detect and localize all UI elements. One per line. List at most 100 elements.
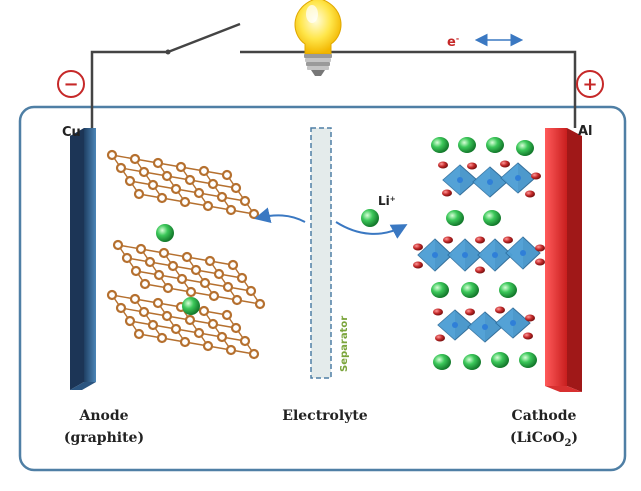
lithium-ion	[446, 210, 464, 226]
separator	[310, 127, 332, 379]
graphite-atom	[176, 273, 188, 285]
wire-right	[240, 50, 577, 128]
oxygen-atom	[500, 160, 510, 168]
lithium-ion-label: Li+	[378, 194, 396, 208]
graphite-layers	[106, 149, 266, 360]
cell-container	[18, 105, 627, 472]
cobalt-atom	[462, 252, 468, 258]
graphite-atom	[152, 297, 164, 309]
graphite-atom	[181, 251, 193, 263]
graphite-atom	[144, 256, 156, 268]
graphite-atom	[230, 182, 242, 194]
wire-left	[90, 50, 168, 130]
graphite-atom	[245, 285, 257, 297]
oxygen-atom	[475, 266, 485, 274]
graphite-atom	[153, 269, 165, 281]
graphite-atom	[167, 260, 179, 272]
graphite-atom	[254, 298, 266, 310]
graphite-atom	[190, 264, 202, 276]
graphite-atom	[248, 208, 260, 220]
switch-pivot	[165, 49, 171, 55]
electron-label: e-	[447, 34, 459, 50]
graphite-atom	[124, 175, 136, 187]
graphite-atom	[121, 252, 133, 264]
svg-text:+: +	[582, 74, 597, 95]
lithium-ion	[486, 137, 504, 153]
anode-lithium-ions	[156, 224, 200, 315]
graphite-atom	[135, 243, 147, 255]
switch-icon	[167, 22, 241, 54]
cobalt-atom	[482, 324, 488, 330]
cobalt-atom	[487, 179, 493, 185]
cathode-material: (LiCoO2)	[510, 430, 578, 449]
graphite-atom	[156, 192, 168, 204]
lithium-ion	[461, 282, 479, 298]
oxygen-atom	[531, 172, 541, 180]
graphite-atom	[213, 268, 225, 280]
lithium-ion	[431, 137, 449, 153]
graphite-atom	[230, 322, 242, 334]
oxygen-atom	[495, 306, 505, 314]
lithium-ion	[433, 354, 451, 370]
anode-metal-label: Cu	[62, 125, 81, 140]
graphite-atom	[202, 340, 214, 352]
negative-terminal: −	[57, 70, 85, 98]
graphite-atom	[207, 318, 219, 330]
cobalt-atom	[457, 177, 463, 183]
migrating-lithium-ion	[361, 209, 379, 227]
graphite-atom	[222, 281, 234, 293]
graphite-atom	[227, 259, 239, 271]
graphite-atom	[115, 162, 127, 174]
cobalt-atom	[492, 252, 498, 258]
graphite-atom	[216, 331, 228, 343]
oxygen-atom	[525, 314, 535, 322]
cobalt-atom	[510, 320, 516, 326]
graphite-atom	[129, 293, 141, 305]
lithium-ion	[516, 140, 534, 156]
graphite-atom	[106, 149, 118, 161]
graphite-atom	[170, 183, 182, 195]
lithium-ion	[156, 224, 174, 242]
graphite-atom	[130, 265, 142, 277]
oxygen-atom	[535, 244, 545, 252]
graphite-atom	[158, 247, 170, 259]
graphite-atom	[152, 157, 164, 169]
graphite-atom	[239, 195, 251, 207]
graphite-atom	[231, 294, 243, 306]
graphite-atom	[204, 255, 216, 267]
ion-arrow-to-anode	[254, 207, 306, 224]
graphite-atom	[161, 170, 173, 182]
graphite-atom	[138, 306, 150, 318]
graphite-atom	[129, 153, 141, 165]
lithium-ion	[463, 354, 481, 370]
graphite-atom	[112, 239, 124, 251]
graphite-atom	[207, 178, 219, 190]
oxygen-atom	[475, 236, 485, 244]
graphite-atom	[179, 336, 191, 348]
anode-title: Anode	[78, 408, 128, 424]
oxygen-atom	[535, 258, 545, 266]
cobalt-atom	[432, 252, 438, 258]
graphite-atom	[156, 332, 168, 344]
graphite-atom	[133, 328, 145, 340]
cobalt-atom	[452, 322, 458, 328]
graphite-atom	[208, 290, 220, 302]
light-bulb-icon	[294, 0, 342, 76]
lithium-ion	[499, 282, 517, 298]
graphite-atom	[161, 310, 173, 322]
electrolyte-label: Electrolyte	[282, 408, 368, 424]
graphite-atom	[193, 327, 205, 339]
graphite-atom	[221, 169, 233, 181]
graphite-atom	[138, 166, 150, 178]
lithium-ion	[483, 210, 501, 226]
graphite-atom	[225, 204, 237, 216]
graphite-atom	[193, 187, 205, 199]
oxygen-atom	[523, 332, 533, 340]
graphite-atom	[199, 277, 211, 289]
separator-label: Separator	[339, 316, 350, 372]
graphite-atom	[175, 161, 187, 173]
licoo2-structure	[413, 137, 545, 370]
lithium-ion	[431, 282, 449, 298]
graphite-atom	[216, 191, 228, 203]
